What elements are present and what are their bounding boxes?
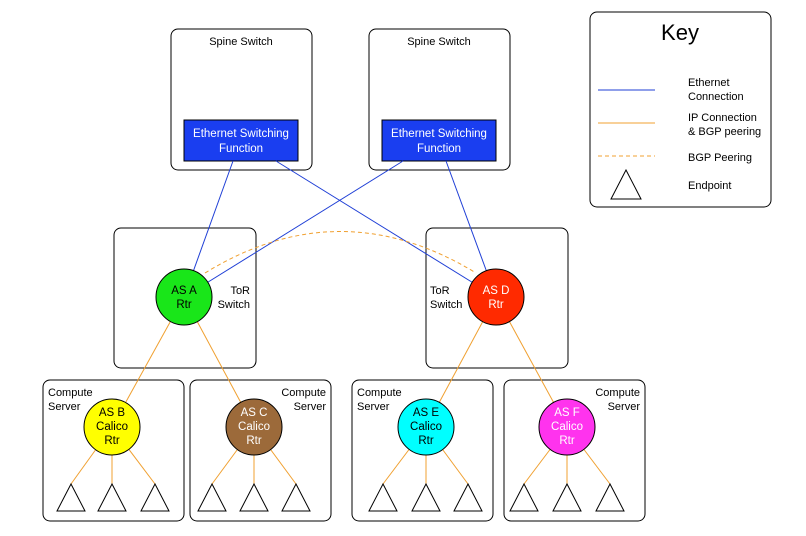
- router-as-e: AS E Calico Rtr: [397, 398, 455, 456]
- router-as-a: AS A Rtr: [155, 268, 213, 326]
- endpoint-triangle-icon: [97, 482, 127, 512]
- tor-2-label-line-1: ToR: [430, 285, 450, 297]
- endpoints: [56, 482, 625, 512]
- endpoint-triangle-icon: [552, 482, 582, 512]
- endpoint-triangle-icon: [56, 482, 86, 512]
- router-as-f-type: Rtr: [559, 435, 575, 447]
- router-as-c-calico: Calico: [238, 421, 270, 433]
- router-as-a-type: Rtr: [176, 299, 192, 311]
- bgp-peering-arc: [204, 231, 477, 274]
- spine-switch-2: Spine Switch Ethernet Switching Function: [368, 28, 511, 171]
- router-as-d-type: Rtr: [488, 299, 504, 311]
- endpoint-triangle-icon: [239, 482, 269, 512]
- endpoint-triangle-icon: [197, 482, 227, 512]
- spine-switch-1-title: Spine Switch: [209, 36, 273, 48]
- router-as-c-type: Rtr: [246, 435, 262, 447]
- tor-1-label-line-1: ToR: [230, 285, 250, 297]
- spine-2-function-line-2: Function: [417, 143, 461, 155]
- endpoint-triangle-icon: [368, 482, 398, 512]
- endpoint-triangle-icon: [411, 482, 441, 512]
- router-as-c: AS C Calico Rtr: [225, 398, 283, 456]
- tor-1-label-line-2: Switch: [218, 299, 250, 311]
- endpoint-triangle-icon: [281, 482, 311, 512]
- router-as-e-calico: Calico: [410, 421, 442, 433]
- router-as-e-type: Rtr: [418, 435, 434, 447]
- router-as-a-name: AS A: [171, 285, 197, 297]
- router-as-f-calico: Calico: [551, 421, 583, 433]
- ethernet-link: [183, 160, 404, 298]
- endpoint-triangle-icon: [509, 482, 539, 512]
- server-3-label-line-1: Compute: [357, 387, 402, 399]
- router-as-d-name: AS D: [483, 285, 510, 297]
- server-2-label-line-1: Compute: [281, 387, 326, 399]
- router-as-b-type: Rtr: [104, 435, 120, 447]
- spine-switch-1: Spine Switch Ethernet Switching Function: [170, 28, 313, 171]
- key-title: Key: [661, 20, 699, 45]
- router-as-d: AS D Rtr: [467, 268, 525, 326]
- spine-switch-2-title: Spine Switch: [407, 36, 471, 48]
- endpoint-triangle-icon: [595, 482, 625, 512]
- tor-2-label-line-2: Switch: [430, 299, 462, 311]
- spine-2-switching-function: [381, 119, 497, 162]
- key-legend: Key Ethernet Connection IP Connection & …: [589, 11, 772, 208]
- spine-1-function-line-2: Function: [219, 143, 263, 155]
- key-ethernet-label-line-1: Ethernet: [688, 77, 730, 89]
- spine-1-function-line-1: Ethernet Switching: [193, 128, 289, 140]
- server-1-label-line-1: Compute: [48, 387, 93, 399]
- key-ip-label-line-2: & BGP peering: [688, 126, 761, 138]
- router-as-b: AS B Calico Rtr: [83, 398, 141, 456]
- spine-2-function-line-1: Ethernet Switching: [391, 128, 487, 140]
- router-as-c-name: AS C: [241, 407, 268, 419]
- router-as-b-calico: Calico: [96, 421, 128, 433]
- router-as-e-name: AS E: [413, 407, 440, 419]
- server-4-label-line-1: Compute: [595, 387, 640, 399]
- key-endpoint-triangle-icon: [610, 168, 642, 200]
- server-1-label-line-2: Server: [48, 401, 81, 413]
- router-as-b-name: AS B: [99, 407, 126, 419]
- key-bgp-label: BGP Peering: [688, 152, 752, 164]
- key-endpoint-label: Endpoint: [688, 180, 731, 192]
- server-3-label-line-2: Server: [357, 401, 390, 413]
- ethernet-link: [275, 160, 497, 298]
- router-as-f-name: AS F: [554, 407, 580, 419]
- key-ip-label-line-1: IP Connection: [688, 112, 757, 124]
- spine-1-switching-function: [183, 119, 299, 162]
- router-as-f: AS F Calico Rtr: [538, 398, 596, 456]
- endpoint-triangle-icon: [140, 482, 170, 512]
- key-ethernet-label-line-2: Connection: [688, 91, 744, 103]
- endpoint-triangle-icon: [453, 482, 483, 512]
- server-4-label-line-2: Server: [608, 401, 641, 413]
- server-2-label-line-2: Server: [294, 401, 327, 413]
